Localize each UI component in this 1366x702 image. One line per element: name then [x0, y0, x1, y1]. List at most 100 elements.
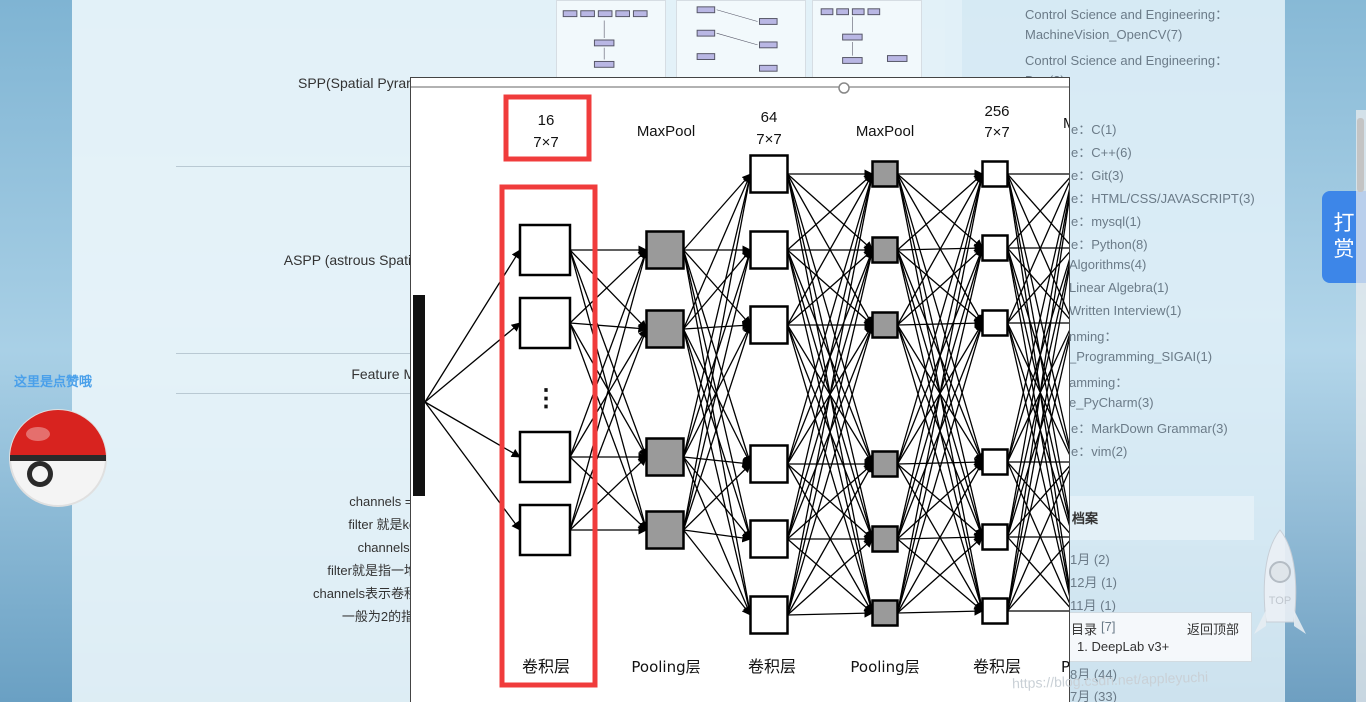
connection-edge	[787, 538, 874, 616]
category-item[interactable]: e_PyCharm(3)	[1069, 395, 1154, 410]
category-item[interactable]: e：MarkDown Grammar(3)	[1071, 421, 1228, 436]
conv3-node	[981, 597, 1009, 625]
category-item[interactable]: amming：	[1069, 375, 1129, 390]
pool1-node	[645, 437, 685, 477]
category-item[interactable]: e：Python(8)	[1071, 237, 1148, 252]
connection-edge	[896, 173, 984, 326]
connection-edge	[1006, 469, 1069, 612]
connection-edge	[682, 529, 752, 616]
connection-edge	[569, 249, 648, 458]
layer5-name: 卷积层	[973, 657, 1021, 676]
scrollbar-thumb[interactable]	[1357, 118, 1364, 192]
pyramid-diagram-image	[812, 0, 922, 80]
conv3-node	[981, 309, 1009, 337]
connection-edge	[786, 173, 876, 540]
connection-edge	[424, 249, 521, 403]
layer2-type: MaxPool	[637, 123, 695, 140]
category-item[interactable]: Algorithms(4)	[1069, 257, 1147, 272]
pool1-node	[645, 230, 685, 270]
pool2-node	[871, 236, 899, 264]
category-item[interactable]: MachineVision_OpenCV(7)	[1025, 27, 1183, 42]
channels-line: channels>1	[357, 540, 425, 555]
category-item[interactable]: e：mysql(1)	[1071, 214, 1142, 229]
toc-popup: 目录 [7] 返回顶部 1. DeepLab v3+	[1066, 612, 1252, 662]
archive-item[interactable]: 8月 (44)	[1070, 667, 1117, 682]
rocket-top-icon[interactable]: TOP	[1252, 526, 1308, 654]
background-left	[0, 0, 72, 702]
scrollbar-track[interactable]	[1356, 110, 1366, 702]
connection-edge	[683, 249, 752, 326]
category-item[interactable]: Linear Algebra(1)	[1069, 280, 1169, 295]
connection-edge	[787, 173, 874, 251]
connection-edge	[896, 173, 986, 540]
category-item[interactable]: e：Git(3)	[1071, 168, 1124, 183]
connection-edge	[897, 461, 984, 540]
conv2-node	[749, 305, 789, 345]
category-item[interactable]: Control Science and Engineering：	[1025, 53, 1229, 68]
category-item[interactable]: Written Interview(1)	[1069, 303, 1182, 318]
conv3-node	[981, 523, 1009, 551]
connection-edge	[569, 322, 648, 531]
highlight-box-top	[503, 94, 592, 162]
connection-edge	[682, 328, 753, 540]
connection-edge	[786, 324, 875, 616]
connection-edge	[896, 173, 985, 465]
connection-edge	[896, 247, 986, 614]
connection-edge	[569, 322, 648, 333]
category-item[interactable]: Control Science and Engineering：	[1025, 7, 1229, 22]
image-preview-overlay[interactable]: 16 7×7 MaxPool 64 7×7 MaxPool 256 7×7 M …	[410, 77, 1070, 702]
archive-item: [7]	[1101, 619, 1116, 634]
category-item[interactable]: nming：	[1069, 329, 1118, 344]
archive-header: 档案	[1066, 496, 1254, 540]
pool2-node	[871, 599, 899, 627]
archive-item[interactable]: 1月 (2)	[1070, 552, 1110, 567]
toc-link-deeplab[interactable]: 1. DeepLab v3+	[1077, 639, 1170, 654]
category-item[interactable]: e：HTML/CSS/JAVASCRIPT(3)	[1071, 191, 1255, 206]
pool1-node	[645, 510, 685, 550]
layer1-count: 16	[538, 112, 555, 129]
connection-edge	[1006, 192, 1069, 538]
connection-edge	[683, 320, 752, 331]
connection-edge	[683, 463, 752, 531]
archive-item[interactable]: 12月 (1)	[1070, 575, 1117, 590]
connection-edge	[897, 247, 984, 326]
connection-edge	[569, 328, 648, 458]
layer3-count: 64	[761, 109, 778, 126]
pool2-node	[871, 160, 899, 188]
connection-edge	[424, 401, 521, 531]
pool2-node	[871, 450, 899, 478]
connection-edge	[682, 173, 752, 330]
conv3-node	[981, 160, 1009, 188]
archive-item[interactable]: 11月 (1)	[1070, 598, 1116, 613]
reward-label: 打赏	[1333, 212, 1355, 261]
conv1-node	[518, 430, 572, 484]
conv3-node	[981, 234, 1009, 262]
connection-edge	[786, 173, 874, 326]
category-item[interactable]: e：C++(6)	[1071, 145, 1132, 160]
resize-handle[interactable]	[838, 82, 850, 94]
connection-edge	[897, 173, 984, 251]
conv2-node	[749, 595, 789, 635]
connection-edge	[569, 249, 648, 330]
category-item[interactable]: _Programming_SIGAI(1)	[1069, 349, 1213, 364]
toc-label: 目录	[1071, 622, 1098, 637]
connection-edge	[682, 456, 752, 616]
conv1-node	[518, 503, 572, 557]
archive-item[interactable]: 7月 (33)	[1070, 689, 1117, 702]
connection-edge	[1006, 196, 1069, 612]
conv1-node	[518, 296, 572, 350]
layer3-name: 卷积层	[748, 657, 796, 676]
category-item[interactable]: e：C(1)	[1071, 122, 1117, 137]
pokeball-like-icon[interactable]	[8, 408, 108, 508]
category-item[interactable]: e：vim(2)	[1071, 444, 1128, 459]
connection-edge	[787, 608, 874, 618]
archive-title: 档案	[1072, 512, 1099, 527]
back-to-top-link[interactable]: 返回顶部	[1187, 622, 1240, 637]
connection-edge	[424, 401, 521, 458]
conv3-node	[981, 448, 1009, 476]
connection-edge	[682, 249, 754, 531]
conv2-node	[749, 154, 789, 194]
image-edge-strip	[413, 295, 425, 496]
conv2-node	[749, 444, 789, 484]
connection-edge	[1006, 188, 1069, 463]
